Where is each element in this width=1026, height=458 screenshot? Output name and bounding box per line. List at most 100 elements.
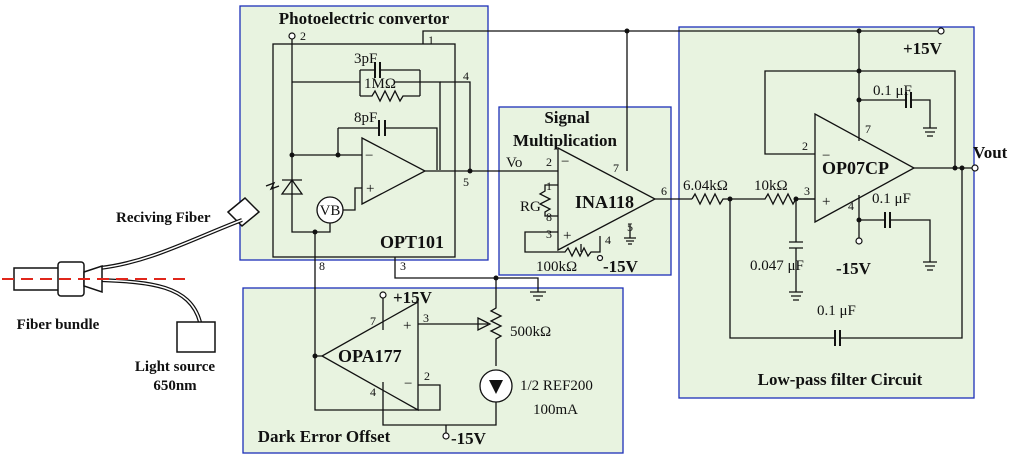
opa177-label: OPA177 [338,346,402,366]
r500k-label: 500kΩ [510,324,551,340]
minus15-bottom-label: -15V [451,429,487,448]
opa-pin7: 7 [370,314,376,328]
opa-pin4: 4 [370,385,376,399]
ina-pin4: 4 [605,233,611,247]
ina-pin2: 2 [546,155,552,169]
photodiode-icon [280,178,304,195]
resistor-100k [560,236,601,258]
signal-title-line2: Multiplication [513,131,617,150]
plus15-terminal [937,27,945,35]
receiving-fiber-label: Reciving Fiber [116,210,211,226]
light-source-label1: Light source [135,359,215,375]
junction [856,68,862,74]
light-source-icon [176,321,216,353]
resistor-10k [755,192,815,206]
op07-minus15-terminal [855,237,863,245]
plus15-opa-label: +15V [393,288,433,307]
vout-label: Vout [973,143,1008,162]
light-source-label2: 650nm [153,378,197,394]
ina-ground-icon [624,224,636,245]
op07-pin2: 2 [802,139,808,153]
source-fiber-icon [99,278,202,323]
minus15-ina-label: -15V [603,257,639,276]
current-arrow-icon [489,380,503,394]
junction [312,229,318,235]
wire-opa-feedback [314,356,441,411]
opt101-pin8: 8 [319,259,325,273]
opt101-pin3: 3 [400,259,406,273]
signal-title-line1: Signal [544,108,590,127]
wire-ref200-bottom [474,402,497,426]
ina118-label: INA118 [575,192,634,212]
low-pass-title: Low-pass filter Circuit [758,370,923,389]
wire-vb [343,187,362,211]
junction [335,152,341,158]
opt101-pin5: 5 [463,175,469,189]
opa-pin3: 3 [423,311,429,325]
op07-pin3: 3 [804,184,810,198]
current-label: 100mA [533,402,578,418]
resistor-500k [489,278,503,366]
rg-label: RG [520,199,541,215]
junction [493,275,499,281]
op07-pin7: 7 [865,122,871,136]
opa-minus: − [404,376,412,392]
ina-pin7: 7 [613,161,619,175]
opt101-pin1: 1 [428,33,434,47]
c0047-label: 0.047 μF [750,258,804,274]
wire-op07-feedback [764,70,956,168]
opa-plus15-terminal [379,291,387,299]
wire-ina-pin3 [524,231,560,253]
junction [856,97,862,103]
junction [467,168,473,174]
wire-pin3-ground [394,257,539,292]
c01a-label: 0.1 μF [873,83,912,99]
c01b-label: 0.1 μF [872,191,911,207]
opt101-package [272,43,456,258]
wire-opa-vminus [382,382,474,426]
junction [856,217,862,223]
junction [952,165,958,171]
ina-minus: − [561,154,569,170]
plus15-top-label: +15V [903,39,943,58]
op07cp-amp [814,112,916,224]
c01c-label: 0.1 μF [817,303,856,319]
fiber-bundle-ferrule-icon [83,264,103,294]
cap-01-b [859,219,937,271]
minus15-bottom-terminal [442,432,450,440]
opt101-pin4: 4 [463,69,469,83]
ina118-amp [557,146,657,252]
receiving-fiber-icon [99,218,243,270]
cap-3pf-label: 3pF [354,51,377,67]
minus15-terminal [596,254,604,262]
ref200-label: 1/2 REF200 [520,378,593,394]
r10k-label: 10kΩ [754,178,788,194]
opt-minus: − [365,148,373,164]
opt101-opamp [361,136,427,206]
pot-wiper-arrow-icon [477,316,492,332]
cap-0047 [789,199,803,301]
opa177-amp [320,300,419,412]
opt101-label: OPT101 [380,232,444,252]
ground-symbol-icon [530,291,546,301]
cap-01-a [859,99,937,137]
opa-plus: + [403,318,411,334]
photoelectric-title: Photoelectric convertor [279,9,450,28]
cap-8pf-label: 8pF [354,110,377,126]
dark-error-title: Dark Error Offset [258,427,391,446]
vout-terminal [971,164,979,172]
opt101-pin2-terminal [288,32,296,40]
r604k-label: 6.04kΩ [683,178,728,194]
r100k-label: 100kΩ [536,259,577,275]
ina-pin1: 1 [546,179,552,193]
junction [312,353,318,359]
wire-top-rail [422,30,938,44]
ina-pin3: 3 [546,227,552,241]
op07cp-label: OP07CP [822,158,889,178]
ina-pin6: 6 [661,184,667,198]
opt-plus: + [366,181,374,197]
photoelectric-convertor-block [239,5,489,261]
minus15-op07-label: -15V [836,259,872,278]
wire-pin8 [314,223,331,270]
